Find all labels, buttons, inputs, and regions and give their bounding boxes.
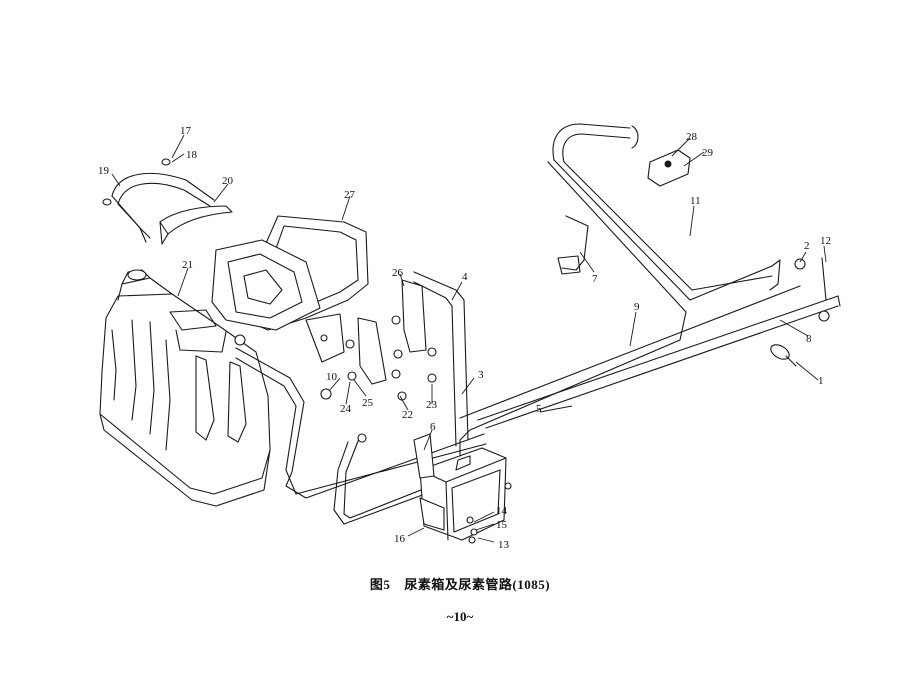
figure-title: 尿素箱及尿素管路(1085) — [404, 577, 551, 592]
urea-pipes — [235, 123, 841, 525]
callout-16: 16 — [394, 533, 406, 545]
urea-tank — [99, 269, 271, 507]
callout-26: 26 — [392, 267, 404, 279]
callout-2: 2 — [804, 240, 810, 252]
callout-10: 10 — [326, 371, 338, 383]
callout-21: 21 — [182, 259, 193, 271]
figure-number: 图5 — [369, 577, 391, 592]
fasteners — [234, 258, 830, 544]
callout-14: 14 — [496, 505, 508, 517]
callout-13: 13 — [498, 539, 510, 551]
callout-19: 19 — [98, 165, 110, 177]
mounting-plates — [357, 279, 427, 385]
callout-18: 18 — [186, 149, 198, 161]
callout-28: 28 — [686, 131, 698, 143]
callout-22: 22 — [402, 409, 413, 421]
callout-5: 5 — [536, 403, 542, 415]
callout-4: 4 — [462, 271, 468, 283]
pipe-clip — [557, 215, 589, 275]
tank-bracket — [211, 215, 369, 363]
callout-12: 12 — [820, 235, 831, 247]
callout-23: 23 — [426, 399, 438, 411]
callout-8: 8 — [806, 333, 812, 345]
callout-15: 15 — [496, 519, 508, 531]
callout-25: 25 — [362, 397, 374, 409]
callout-17: 17 — [180, 125, 192, 137]
callout-24: 24 — [340, 403, 352, 415]
callout-1: 1 — [818, 375, 824, 387]
page-number: ~10~ — [446, 609, 474, 624]
figure-caption: 图5 尿素箱及尿素管路(1085) — [0, 574, 920, 593]
callout-9: 9 — [634, 301, 640, 313]
leader-lines — [111, 134, 827, 543]
callout-29: 29 — [702, 147, 714, 159]
callout-labels: 1 2 3 4 5 6 7 8 9 10 11 12 13 14 15 16 1… — [98, 125, 831, 551]
tank-strap — [102, 158, 233, 245]
callout-7: 7 — [592, 273, 598, 285]
callout-11: 11 — [690, 195, 701, 207]
callout-20: 20 — [222, 175, 234, 187]
callout-3: 3 — [478, 369, 484, 381]
callout-27: 27 — [344, 189, 356, 201]
pipe-connector — [647, 149, 691, 187]
callout-6: 6 — [430, 421, 436, 433]
